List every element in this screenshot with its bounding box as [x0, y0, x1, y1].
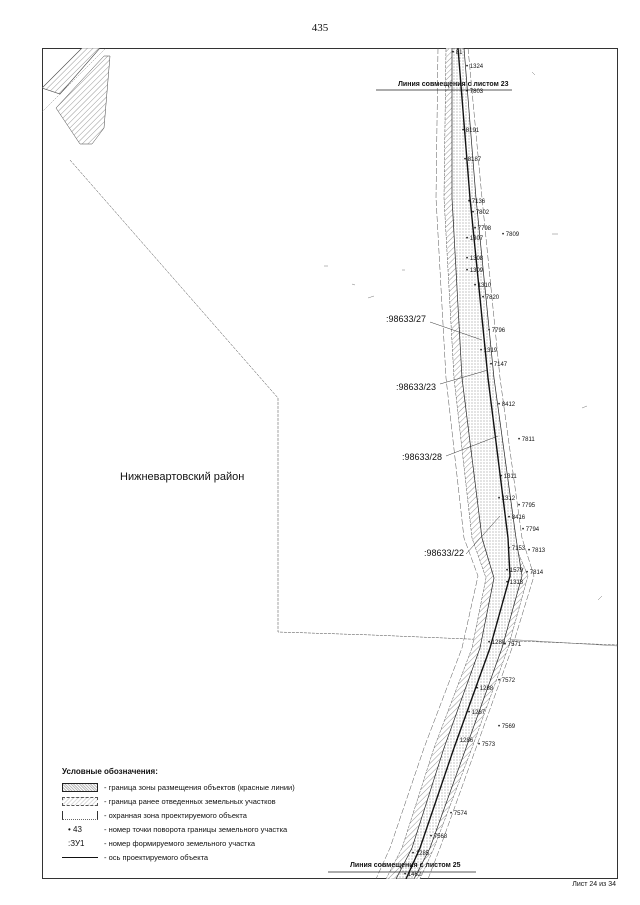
turning-point-label: • 7802 — [472, 210, 490, 216]
turning-point-label: • 8412 — [498, 402, 516, 408]
turning-point-label: • 7574 — [450, 811, 468, 817]
legend-item-red-lines: - граница зоны размещения объектов (крас… — [62, 780, 342, 794]
legend-text: - номер формируемого земельного участка — [104, 838, 256, 848]
turning-point-label: • 7147 — [490, 362, 508, 368]
legend-text: - ось проектируемого объекта — [104, 852, 209, 862]
turning-point-label: • 8191 — [462, 128, 480, 134]
point-symbol: • 43 — [68, 824, 82, 834]
turning-point-label: • 1462 — [404, 872, 422, 878]
turning-point-label: • 1324 — [466, 64, 484, 70]
turning-point-label: • 7568 — [430, 834, 448, 840]
turning-point-label: • 7796 — [488, 328, 506, 334]
turning-point-label: • 1308 — [466, 256, 484, 262]
turning-point-label: • 7572 — [498, 678, 516, 684]
turning-point-label: • 8187 — [464, 157, 482, 163]
parcel-label: :98633/28 — [402, 452, 443, 462]
turning-point-label: • 7569 — [498, 724, 516, 730]
placement-zone — [395, 48, 523, 879]
region-label: Нижневартовский район — [120, 471, 245, 483]
page-number: 435 — [311, 22, 329, 34]
turning-point-label: • 1579 — [506, 568, 524, 574]
turning-point-label: • 7814 — [526, 570, 544, 576]
turning-point-label: • 1310 — [474, 283, 492, 289]
parcel-label: :98633/22 — [424, 548, 465, 558]
legend-text: - граница зоны размещения объектов (крас… — [104, 782, 295, 792]
map-canvas — [42, 48, 618, 879]
turning-point-label: • 7571 — [504, 642, 522, 648]
legend-text: - номер точки поворота границы земельног… — [104, 824, 288, 834]
turning-point-label: • 1311 — [500, 474, 517, 480]
legend-item-point: • 43 - номер точки поворота границы земе… — [62, 822, 342, 836]
object-axis — [405, 48, 511, 879]
turning-point-label: • 1319 — [480, 348, 498, 354]
sheet-label: Лист 24 из 34 — [572, 881, 616, 888]
match-line-bottom-label: Линия совмещения с листом 25 — [350, 862, 461, 869]
legend-title: Условные обозначения: — [62, 767, 158, 776]
parcel-symbol: :ЗУ1 — [68, 838, 85, 848]
map-frame — [42, 48, 618, 879]
turning-point-label: • 7811 — [518, 437, 535, 443]
turning-point-label: • 1312 — [498, 496, 516, 502]
turning-point-label: • 7795 — [518, 503, 536, 509]
legend-text: - охранная зона проектируемого объекта — [104, 810, 247, 820]
turning-point-label: • 7573 — [478, 742, 496, 748]
turning-point-label: • 7794 — [522, 527, 540, 533]
turning-point-label: • 8416 — [508, 515, 526, 521]
turning-point-label: • 7809 — [502, 232, 520, 238]
legend-item-allotted: - граница ранее отведенных земельных уча… — [62, 794, 342, 808]
turning-point-label: • 1285 — [412, 851, 430, 857]
turning-point-label: • 1307 — [466, 236, 484, 242]
legend: Условные обозначения: - граница зоны раз… — [62, 767, 342, 864]
turning-point-label: • 1286 — [456, 738, 474, 744]
red-line-symbol — [62, 782, 98, 792]
legend-text: - граница ранее отведенных земельных уча… — [104, 796, 276, 806]
legend-item-guard-zone: - охранная зона проектируемого объекта — [62, 808, 342, 822]
turning-point-label: • 7813 — [528, 548, 546, 554]
turning-point-label: • 7798 — [474, 226, 492, 232]
turning-point-label: • 81 — [452, 50, 463, 56]
parcel-label: :98633/27 — [386, 314, 427, 324]
guard-zone-symbol — [62, 810, 98, 820]
legend-item-parcel: :ЗУ1 - номер формируемого земельного уча… — [62, 836, 342, 850]
top-left-road — [42, 48, 101, 95]
turning-point-label: • 1280 — [488, 640, 506, 646]
allotted-symbol — [62, 796, 98, 806]
top-left-road-fill — [55, 55, 111, 145]
turning-point-label: • 1287 — [468, 710, 486, 716]
turning-point-label: • 1313 — [506, 580, 524, 586]
parcel-label: :98633/23 — [396, 382, 437, 392]
district-boundary — [69, 159, 618, 646]
turning-point-label: • 7803 — [466, 89, 484, 95]
legend-item-axis: - ось проектируемого объекта — [62, 850, 342, 864]
turning-point-label: • 1309 — [466, 268, 484, 274]
turning-point-label: • 7136 — [468, 199, 486, 205]
turning-point-label: • 7820 — [482, 295, 500, 301]
match-line-top-label: Линия совмещения с листом 23 — [398, 81, 509, 88]
turning-point-label: • 1288 — [476, 686, 494, 692]
turning-point-label: • 7153 — [508, 546, 526, 552]
axis-symbol — [62, 856, 98, 858]
